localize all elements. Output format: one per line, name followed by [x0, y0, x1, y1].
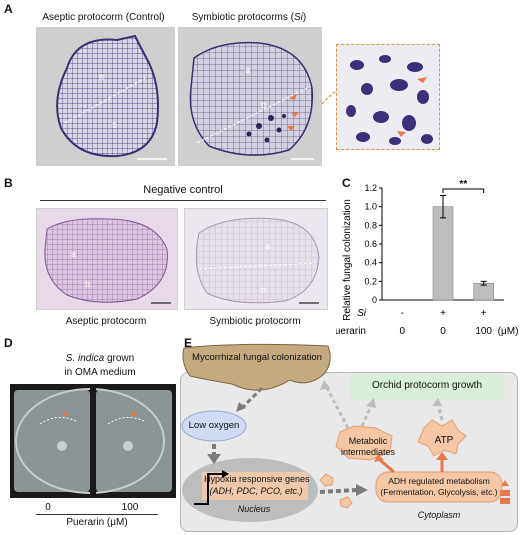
aseptic-negative-image: a b: [44, 218, 171, 304]
panel-d-title: S. indica grown in OMA medium: [64, 353, 136, 378]
symbiotic-negative-image: a b: [195, 217, 320, 304]
metabolic-intermediates-shape: [335, 425, 393, 461]
panel-label-e: E: [184, 336, 193, 350]
region-b-mark: b: [261, 100, 266, 110]
panel-label-c: C: [342, 176, 351, 190]
si-value: +: [440, 308, 446, 319]
region-a-mark: a: [265, 241, 270, 251]
puerarin-value: 0: [440, 326, 446, 337]
nucleus-label: Nucleus: [237, 504, 271, 514]
puerarin-axis-label: Puerarin (μM): [66, 517, 128, 528]
petri-dish-photo: [10, 384, 176, 498]
si-value: -: [401, 308, 404, 319]
low-oxygen-ellipse: [181, 410, 247, 442]
panel-label-b: B: [4, 176, 13, 190]
petri-dish-image: [14, 386, 172, 496]
conc-label-0: 0: [45, 502, 51, 513]
y-tick-label: 1.2: [364, 183, 377, 193]
bar: [432, 206, 454, 301]
panel-label-d: D: [4, 336, 13, 350]
y-tick-label: 0.2: [364, 276, 377, 286]
hyphae-arrow-1: [289, 94, 297, 100]
micrograph-symbiotic-negative: a b: [184, 208, 328, 310]
puerarin-value: 0: [400, 326, 406, 337]
y-tick-label: 1.0: [364, 202, 377, 212]
caption-symbiotic-si: Symbiotic protocorms (Si): [191, 12, 307, 23]
micrograph-aseptic-protocorm: a b: [36, 27, 175, 166]
bar: [473, 282, 494, 301]
zoom-connector: [321, 85, 349, 105]
row-label-puerarin: Puerarin: [336, 326, 366, 337]
symbiotic-protocorm-image: a b: [189, 41, 314, 160]
fungal-colonization-shape: [182, 343, 331, 391]
orchid-growth-label: Orchid protocorm growth: [371, 380, 483, 391]
hyphae-arrow-2: [291, 112, 299, 117]
micrograph-zoom-inset: [336, 44, 440, 150]
significance-bracket: [442, 188, 485, 193]
atp-burst: [417, 419, 467, 457]
mechanism-diagram: [181, 343, 510, 522]
zoomed-cells-image: [337, 45, 439, 149]
unit-label: (μM): [498, 326, 519, 337]
puerarin-rule: [36, 514, 158, 515]
puerarin-value: 100: [475, 326, 492, 337]
micrograph-symbiotic-protocorm: a b: [178, 27, 322, 166]
micrograph-aseptic-negative: a b: [36, 208, 178, 310]
hyphae-arrow-3: [287, 126, 295, 131]
header-rule: [40, 200, 326, 201]
caption-symbiotic-protocorm: Symbiotic protocorm: [209, 316, 301, 327]
atp-label: ATP: [434, 435, 454, 446]
hypoxia-genes-label: Hypoxia responsive genes(ADH, PDC, PCO, …: [204, 474, 310, 496]
y-axis-label: Relative fungal colonization: [342, 199, 353, 321]
caption-aseptic-control: Aseptic protocorm (Control): [42, 12, 165, 23]
conc-label-100: 100: [121, 502, 139, 513]
region-a-mark: a: [71, 249, 76, 259]
fungal-colonization-chart: Relative fungal colonization 0 0.2 0.4 0.6 0…: [336, 180, 519, 337]
y-tick-label: 0.6: [364, 239, 377, 249]
region-b-mark: b: [261, 285, 266, 295]
cytoplasm-label: Cytoplasm: [417, 510, 461, 520]
si-value: +: [481, 308, 487, 319]
adh-metabolism-box: [375, 471, 503, 503]
significance-stars: **: [459, 180, 467, 190]
y-tick-label: 0.4: [364, 258, 377, 268]
row-label-si: Si: [357, 308, 367, 319]
y-tick-label: 0.8: [364, 220, 377, 230]
negative-control-header: Negative control: [143, 184, 223, 196]
caption-aseptic-protocorm: Aseptic protocorm: [65, 316, 147, 327]
adh-metabolism-label: ADH regulated metabolism(Fermentation, G…: [380, 476, 498, 497]
region-a-mark: a: [245, 65, 250, 75]
hypoxia-genes-box: [202, 472, 308, 500]
mycorrhizal-label: Mycorrhizal fungal colonization: [192, 352, 322, 363]
orchid-growth-box: [350, 374, 504, 400]
region-a-mark: a: [99, 72, 104, 82]
low-oxygen-label: Low oxygen: [188, 420, 240, 431]
y-tick-label: 0: [372, 295, 377, 305]
region-b-mark: b: [85, 279, 90, 289]
region-b-mark: b: [112, 120, 117, 130]
panel-label-a: A: [4, 2, 13, 16]
aseptic-protocorm-image: a b: [56, 34, 167, 160]
